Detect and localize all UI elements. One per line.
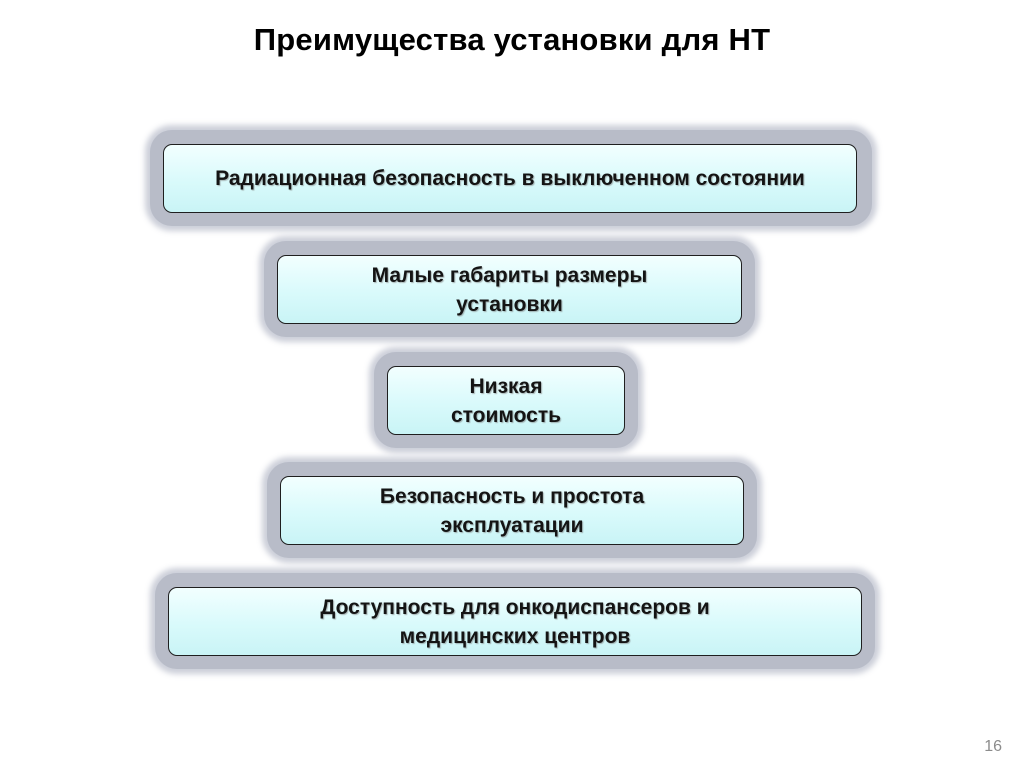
card-safe-operation-text: Безопасность и простота эксплуатации bbox=[379, 484, 645, 537]
page-number: 16 bbox=[984, 738, 1002, 755]
card-radiation-safety-text: Радиационная безопасность в выключенном … bbox=[215, 167, 805, 190]
slide-title: Преимущества установки для НТ bbox=[253, 22, 771, 57]
card-safe-operation: Безопасность и простота эксплуатации bbox=[280, 476, 744, 545]
card-compact-size: Малые габариты размеры установки bbox=[277, 255, 742, 324]
card-low-cost: Низкая стоимость bbox=[387, 366, 625, 435]
card-accessibility: Доступность для онкодиспансеров и медици… bbox=[168, 587, 862, 656]
card-low-cost-text: Низкая стоимость bbox=[450, 374, 562, 427]
card-accessibility-text: Доступность для онкодиспансеров и медици… bbox=[320, 595, 710, 648]
card-compact-size-text: Малые габариты размеры установки bbox=[371, 263, 648, 316]
card-radiation-safety: Радиационная безопасность в выключенном … bbox=[163, 144, 857, 213]
